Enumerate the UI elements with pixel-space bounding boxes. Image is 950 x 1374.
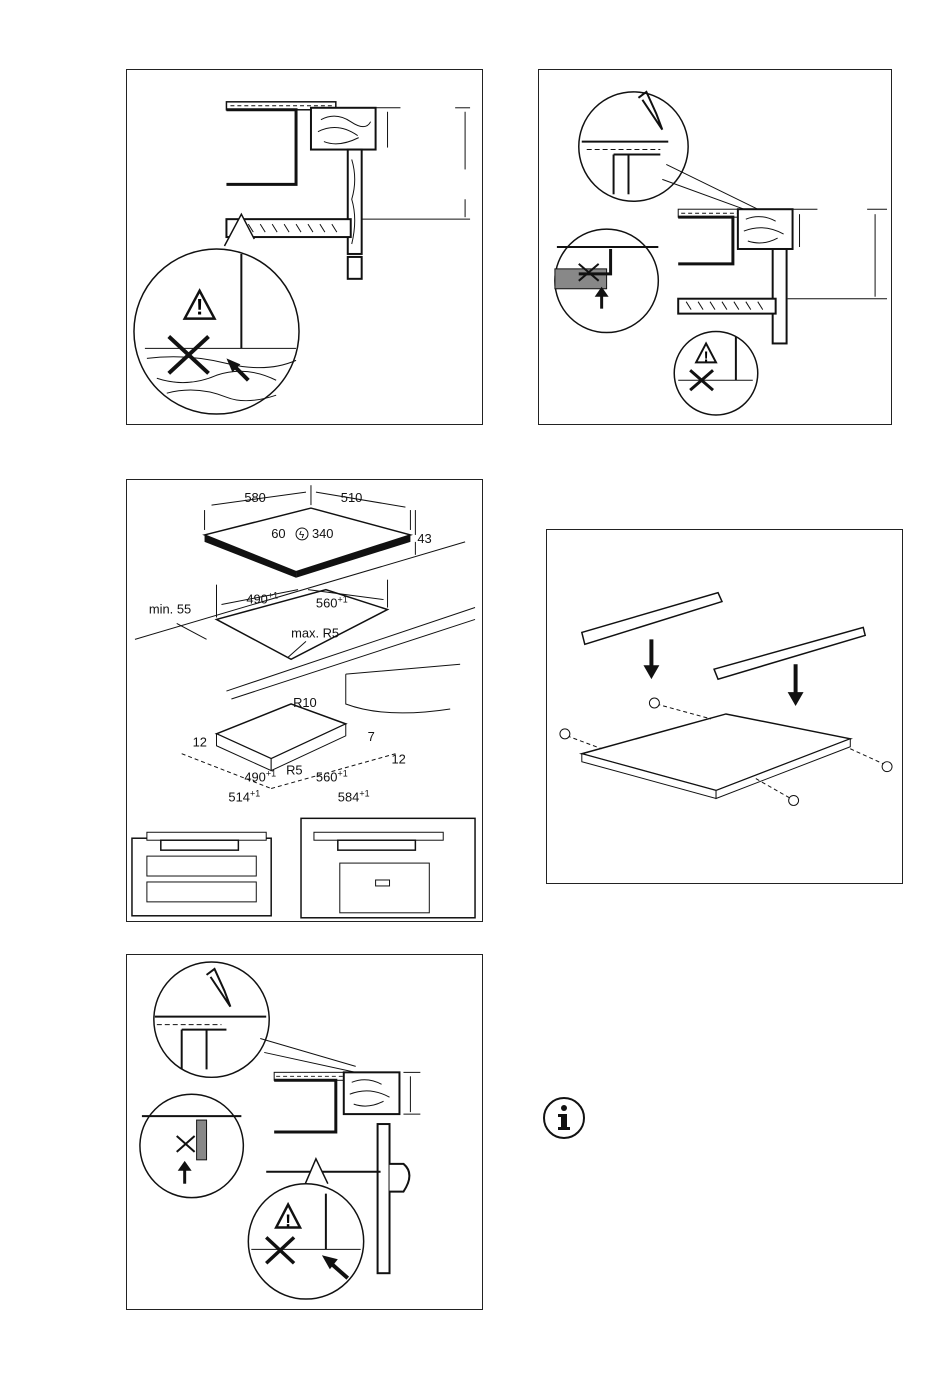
- dim-frame-height: 7: [368, 729, 375, 744]
- dim-cable-left: 60: [271, 526, 285, 541]
- dim-frame-radius-inner: R5: [286, 763, 303, 778]
- dim-hob-depth: 510: [341, 490, 363, 505]
- figure-panel-sealant-oven: !: [126, 954, 483, 1310]
- dim-cable-right: 340: [312, 526, 334, 541]
- dim-outer-width: 514+1: [228, 788, 260, 804]
- dim-frame-radius-top: R10: [293, 695, 317, 710]
- sealant-oven-illustration: !: [127, 955, 482, 1309]
- bracket-mounting-illustration: [547, 530, 902, 883]
- svg-text:!: !: [285, 1210, 291, 1230]
- dimensions-illustration: 580 510 60 ϟ 340 43 490+1 560+1 min. 55 …: [127, 480, 482, 921]
- countertop-edge-illustration: !: [127, 70, 482, 424]
- svg-text:!: !: [196, 295, 203, 320]
- dim-hob-height: 43: [417, 531, 431, 546]
- figure-panel-sealant-application: !: [538, 69, 892, 425]
- figure-panel-bracket-mounting: [546, 529, 903, 884]
- dim-outer-depth: 584+1: [338, 788, 370, 804]
- dim-max-radius: max. R5: [291, 625, 339, 640]
- dim-min-distance: min. 55: [149, 601, 191, 616]
- power-icon: ϟ: [299, 530, 305, 541]
- dim-frame-width: 490+1: [244, 769, 276, 785]
- figure-panel-cutout-dimensions: 580 510 60 ϟ 340 43 490+1 560+1 min. 55 …: [126, 479, 483, 922]
- dim-hob-width: 580: [244, 490, 266, 505]
- dim-frame-depth: 560+1: [316, 769, 348, 785]
- info-icon: [542, 1096, 586, 1140]
- dim-frame-side-left: 12: [193, 735, 207, 750]
- sealant-illustration: !: [539, 70, 891, 424]
- figure-panel-countertop-edge-warning: !: [126, 69, 483, 425]
- svg-text:!: !: [704, 349, 709, 365]
